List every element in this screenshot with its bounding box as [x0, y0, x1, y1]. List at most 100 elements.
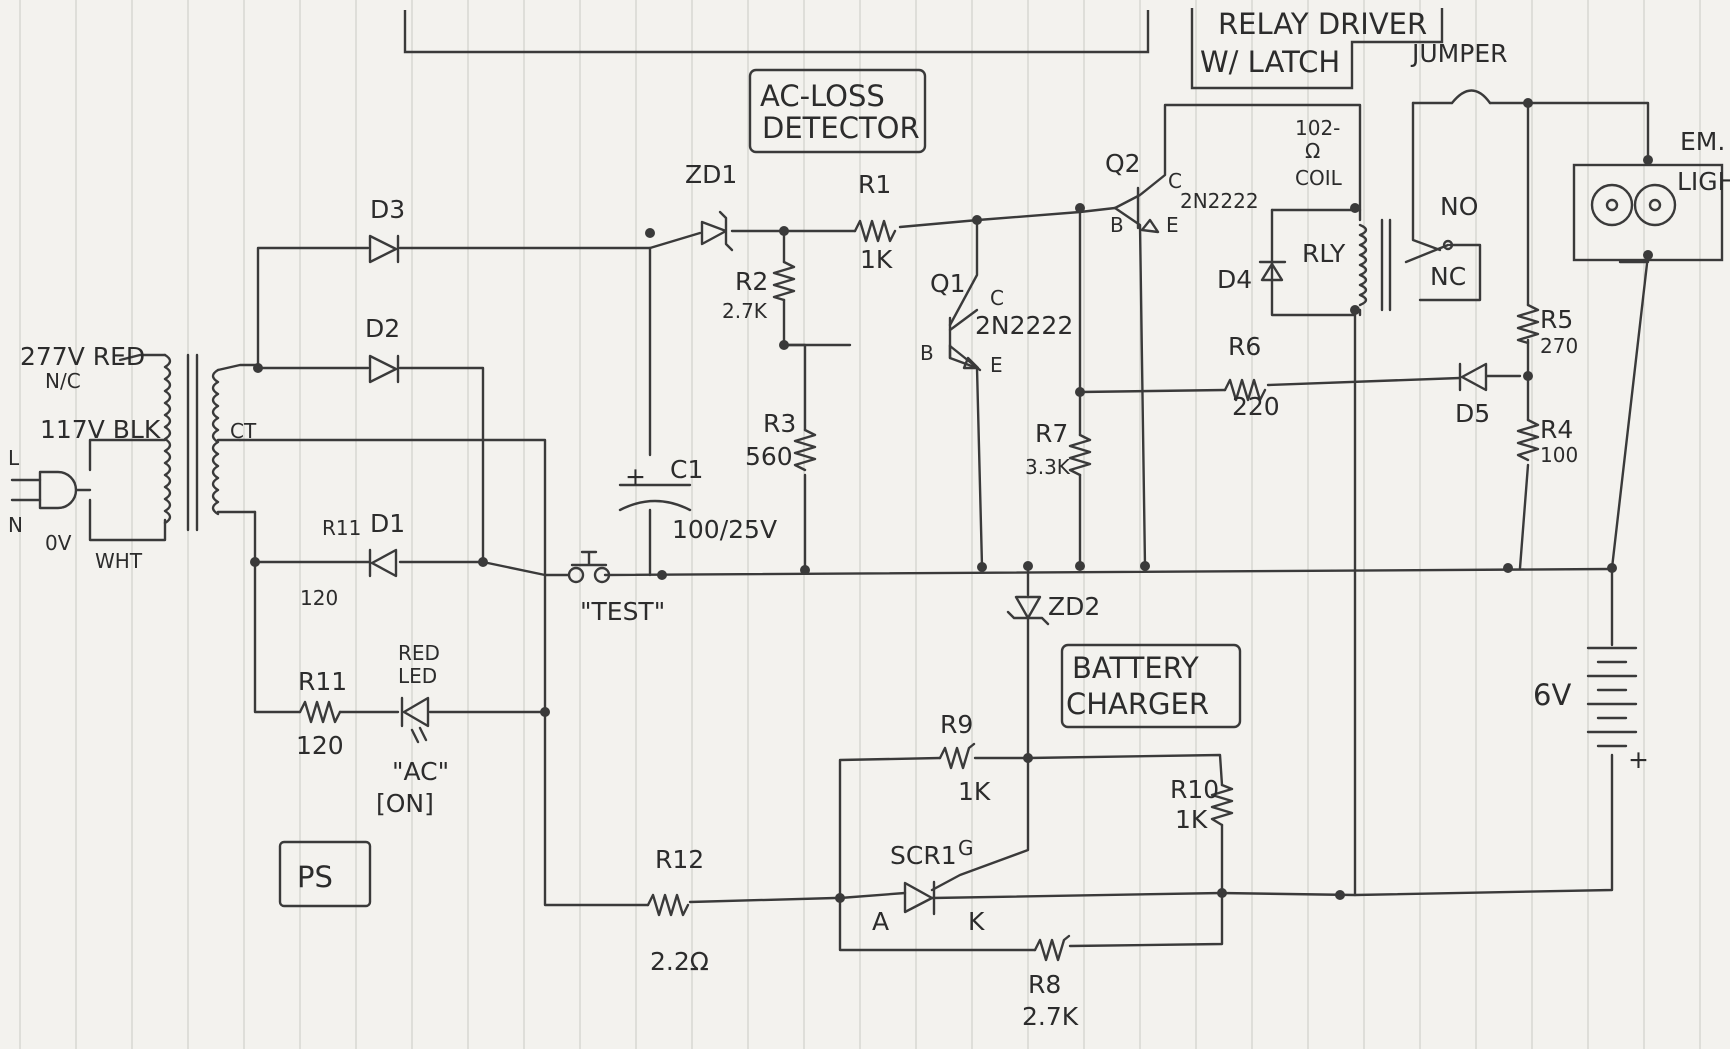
r2-label: R2 [735, 267, 768, 296]
resistor-r11: R11 120 [296, 667, 347, 760]
tap-0v-label: 0V [45, 531, 72, 555]
r7-value: 3.3K [1025, 455, 1071, 479]
r2-value: 2.7K [722, 299, 768, 323]
d3-label: D3 [370, 195, 405, 224]
diode-d3: D3 [368, 195, 405, 264]
r5-label: R5 [1540, 305, 1573, 334]
c1-value: 100/25V [672, 515, 777, 544]
tap-277v-nc-label: N/C [45, 369, 81, 393]
r8-value: 2.7K [1022, 1002, 1079, 1031]
resistor-r9: R9 1K [938, 710, 991, 806]
test-pushbutton[interactable]: "TEST" [567, 550, 665, 626]
relay-driver-label-2: W/ LATCH [1200, 45, 1340, 79]
r1-label: R1 [858, 170, 891, 199]
r4-label: R4 [1540, 415, 1573, 444]
q1-part: 2N2222 [975, 311, 1073, 340]
c1-label: C1 [670, 455, 703, 484]
coil-label-2: Ω [1305, 139, 1320, 163]
r12-label: R12 [655, 845, 704, 874]
resistor-r6: R6 220 [1223, 332, 1280, 421]
resistor-r8: R8 2.7K [1022, 934, 1079, 1031]
r11-label: R11 [298, 667, 347, 696]
ac-loss-label-2: DETECTOR [762, 111, 920, 145]
r12-value: 2.2Ω [650, 947, 709, 976]
relay-driver-label-1: RELAY DRIVER [1218, 7, 1427, 41]
led-tag-1: "AC" [392, 757, 449, 786]
scr-k: K [968, 907, 985, 936]
transformer [10, 353, 260, 542]
ac-loss-detector-box: AC-LOSS DETECTOR [748, 68, 927, 154]
q1-e: E [990, 353, 1003, 377]
zd2-label: ZD2 [1048, 592, 1100, 621]
resistor-r2: R2 2.7K [722, 260, 796, 323]
battery-label: 6V [1533, 678, 1571, 712]
zener-zd1: ZD1 [685, 160, 737, 252]
r5-value: 270 [1540, 334, 1578, 358]
scr-scr1: SCR1 G A K [872, 836, 985, 936]
resistor-r4: R4 100 [1516, 415, 1578, 467]
q2-b: B [1110, 213, 1124, 237]
led-label-1: RED [398, 641, 440, 665]
coil-label-3: COIL [1295, 166, 1343, 190]
resistor-r5: R5 270 [1516, 303, 1578, 358]
resistor-r10: R10 1K [1170, 775, 1234, 834]
em-light-label-1: EM. [1680, 127, 1725, 156]
ps-label: PS [297, 860, 333, 894]
relay-rly: RLY 102- Ω COIL NO NC [1295, 116, 1482, 312]
r9-label: R9 [940, 710, 973, 739]
nc-label: NC [1430, 262, 1466, 291]
rly-label: RLY [1302, 239, 1346, 268]
resistor-r7: R7 3.3K [1025, 419, 1092, 479]
r10-value: 1K [1175, 805, 1208, 834]
scr-g: G [958, 836, 974, 860]
diode-d1: D1 R11 120 [300, 509, 405, 610]
tap-117v-label: 117V BLK [40, 415, 161, 444]
transistor-q1: Q1 2N2222 B C E [920, 269, 1073, 377]
q1-label: Q1 [930, 269, 966, 298]
r6-value: 220 [1232, 392, 1280, 421]
resistor-r1: R1 1K [853, 170, 897, 274]
jumper[interactable]: JUMPER [1410, 39, 1507, 105]
c1-plus: + [625, 462, 646, 491]
resistor-r12: R12 2.2Ω [646, 845, 709, 976]
plug-l-label: L [8, 446, 20, 470]
r6-label: R6 [1228, 332, 1261, 361]
test-label: "TEST" [580, 597, 665, 626]
diode-d4: D4 [1217, 260, 1287, 294]
resistor-r3: R3 560 [745, 409, 817, 472]
r4-value: 100 [1540, 443, 1578, 467]
scr-label: SCR1 [890, 841, 957, 870]
r1-value: 1K [860, 245, 893, 274]
d4-label: D4 [1217, 265, 1252, 294]
zd1-label: ZD1 [685, 160, 737, 189]
q2-c: C [1168, 169, 1182, 193]
battery-6v: 6V + [1533, 646, 1649, 774]
em-light: EM. LIGHT [1572, 127, 1730, 262]
diode-d2: D2 [365, 314, 400, 384]
diode-d5: D5 [1455, 362, 1490, 428]
battery-charger-box: BATTERY CHARGER [1060, 643, 1242, 729]
q1-b: B [920, 341, 934, 365]
scr-a: A [872, 907, 889, 936]
transistor-q2: Q2 2N2222 B C E [1105, 149, 1259, 237]
r7-label: R7 [1035, 419, 1068, 448]
led-ac: RED LED "AC" [ON] [376, 641, 449, 818]
capacitor-c1: + C1 100/25V [618, 455, 777, 544]
em-light-label-2: LIGHT [1677, 167, 1730, 196]
battery-charger-label-1: BATTERY [1072, 651, 1199, 685]
ac-loss-label-1: AC-LOSS [760, 79, 885, 113]
relay-driver-box: RELAY DRIVER W/ LATCH [1190, 7, 1444, 90]
r3-label: R3 [763, 409, 796, 438]
d1-label: D1 [370, 509, 405, 538]
wht-label: WHT [95, 549, 143, 573]
r11-value: 120 [296, 731, 344, 760]
no-label: NO [1440, 192, 1478, 221]
battery-plus: + [1628, 745, 1649, 774]
r8-label: R8 [1028, 970, 1061, 999]
r11-inline-value: 120 [300, 586, 338, 610]
d5-label: D5 [1455, 399, 1490, 428]
r10-label: R10 [1170, 775, 1219, 804]
transformer-labels: 277V RED N/C 117V BLK 0V WHT CT L N [8, 342, 257, 573]
